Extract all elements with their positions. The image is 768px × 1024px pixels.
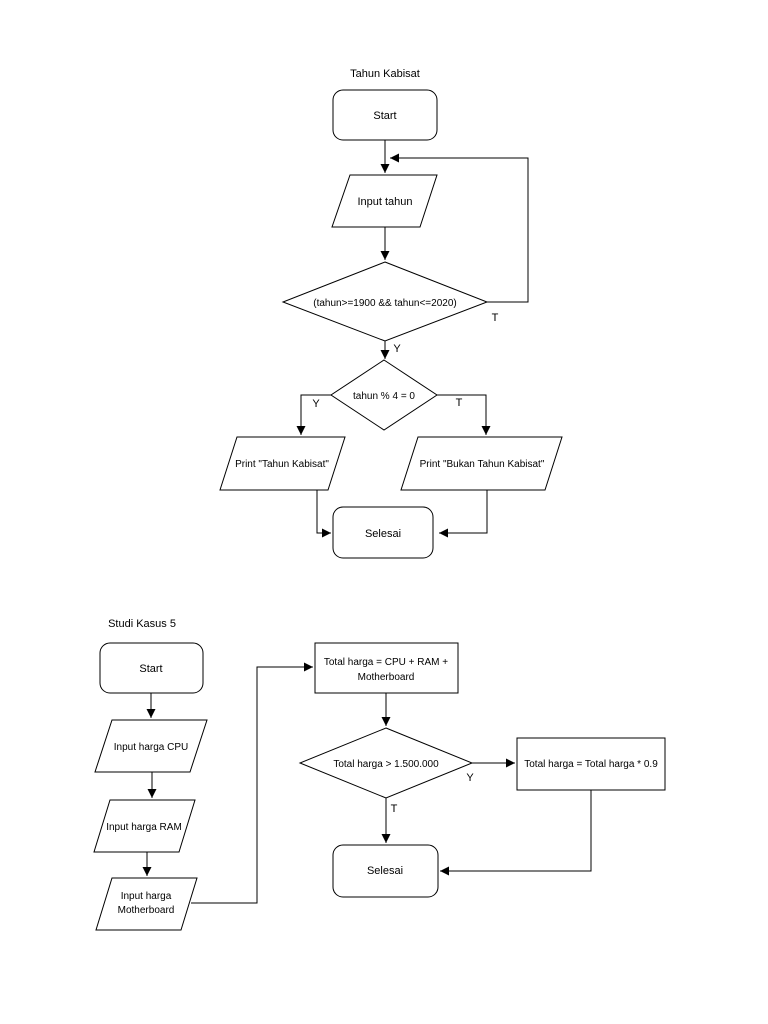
edge-motherboard-to-total [191,662,313,904]
decision-range-yes-label: Y [393,343,401,355]
decision-range-true-label: T [492,312,499,324]
decision-mod-yes-label: Y [312,398,320,410]
edge-print-bukan-to-end [439,490,488,538]
edge-range-true-loopback [390,153,529,303]
print-bukan-kabisat-node [400,436,563,491]
decision-range-node [281,261,489,342]
decision-mod-label: tahun % 4 = 0 [353,391,415,402]
flowchart-tahun-kabisat: Tahun Kabisat Start Input tahun (tahun>=… [219,68,563,559]
total-label-line2: Motherboard [358,672,415,683]
decision-mod-true-label: T [456,397,463,409]
input-tahun-node [331,174,438,228]
end-node [332,506,434,559]
input-ram-node [93,799,196,853]
edge-print-kabisat-to-end [316,490,331,538]
end2-node [332,844,439,898]
print-kabisat-node [219,436,346,491]
decision-mod-node [330,359,438,431]
end2-node-label: Selesai [367,865,403,877]
input-motherboard-label-line2: Motherboard [118,905,175,916]
edge-mod-yes [296,394,331,435]
end-node-label: Selesai [365,528,401,540]
start-node [332,89,438,141]
decision-total-yes-label: Y [466,772,474,784]
total-node [314,642,459,694]
input-tahun-label: Input tahun [357,196,412,208]
decision-total-node [298,727,474,799]
input-cpu-label: Input harga CPU [114,742,189,753]
input-ram-label: Input harga RAM [106,822,182,833]
total-label-line1: Total harga = CPU + RAM + [324,657,448,668]
edge-mod-true [437,394,491,435]
decision-range-label: (tahun>=1900 && tahun<=2020) [313,298,456,309]
flowchart-studi-kasus-5: Studi Kasus 5 Start Input harga CPU Inpu… [93,618,666,931]
discount-node [516,737,666,791]
print-kabisat-label: Print "Tahun Kabisat" [235,459,329,470]
flowchart1-title: Tahun Kabisat [350,68,420,80]
decision-total-label: Total harga > 1.500.000 [333,759,439,770]
decision-total-true-label: T [391,803,398,815]
print-bukan-kabisat-label: Print "Bukan Tahun Kabisat" [420,459,545,470]
start2-node [99,642,204,694]
input-motherboard-node [95,877,198,931]
flowchart2-title: Studi Kasus 5 [108,618,176,630]
discount-label: Total harga = Total harga * 0.9 [524,759,658,770]
input-cpu-node [94,719,208,773]
input-motherboard-label-line1: Input harga [121,891,172,902]
edge-discount-to-end [440,790,592,876]
start2-node-label: Start [139,663,162,675]
start-node-label: Start [373,110,396,122]
